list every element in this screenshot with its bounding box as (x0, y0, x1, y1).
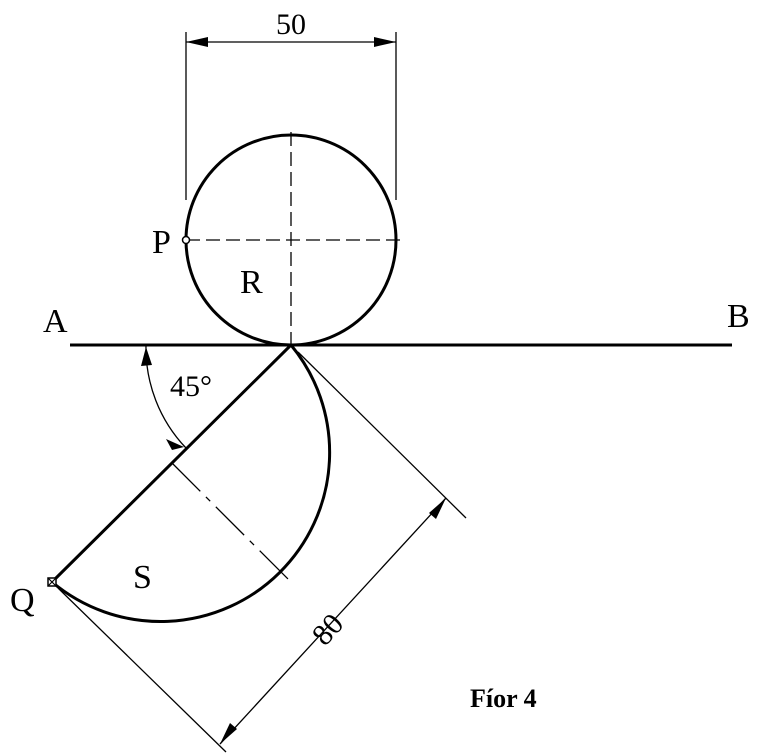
angle-arrow-bottom (166, 439, 184, 450)
point-p-marker (181, 235, 191, 245)
dim-80-line (219, 497, 447, 745)
dim-50-arrow-right (374, 37, 396, 47)
semicircle-s (51, 344, 332, 624)
figure-caption: Fíor 4 (470, 684, 537, 713)
label-b: B (727, 298, 750, 335)
dim-50-arrow-left (186, 37, 208, 47)
dim-50-label: 50 (276, 8, 306, 41)
label-s: S (133, 559, 152, 596)
dim-80-extension-upper (297, 351, 467, 519)
angle-arrow-top (141, 347, 152, 366)
point-q-cross-b (47, 577, 57, 587)
label-angle: 45° (170, 370, 212, 403)
label-q: Q (10, 582, 35, 619)
label-a: A (43, 303, 68, 340)
label-r: R (240, 264, 263, 301)
dim-80-arrow-upper (429, 498, 446, 519)
dim-80-extension-lower (57, 587, 227, 753)
dim-80-label: 80 (306, 607, 351, 651)
dim-80-arrow-lower (220, 723, 237, 744)
diameter-line (50, 343, 293, 584)
semicircle-centerline (171, 462, 293, 584)
label-p: P (152, 224, 171, 261)
